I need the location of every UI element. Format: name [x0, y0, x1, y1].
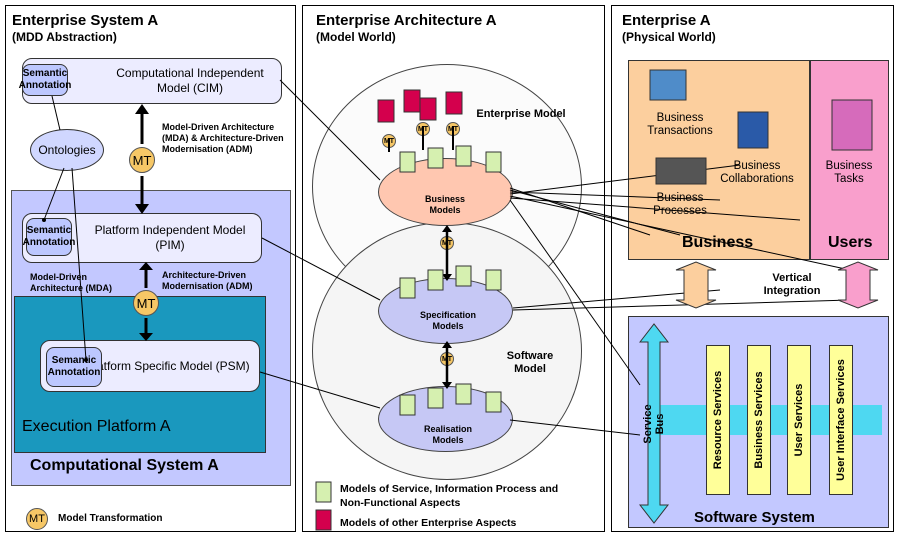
enterprise-a-title: Enterprise A — [622, 12, 711, 29]
adm-label-bottom: Architecture-Driven Modernisation (ADM) — [162, 270, 253, 291]
ontologies-ellipse[interactable]: Ontologies — [30, 129, 104, 171]
enterprise-architecture-title: Enterprise Architecture A — [316, 12, 497, 29]
mt-circle-bottom: MT — [133, 290, 159, 316]
software-model-label: Software Model — [506, 350, 554, 375]
computational-system-label: Computational System A — [30, 457, 219, 474]
legend-mt-icon: MT — [26, 508, 48, 530]
enterprise-system-subtitle: (MDD Abstraction) — [12, 30, 117, 44]
red-doc-icons — [377, 89, 463, 123]
business-collaborations-icon — [737, 111, 769, 149]
users-label: Users — [828, 234, 873, 251]
psm-label: Platform Specific Model (PSM) — [86, 358, 250, 373]
business-processes-icon — [655, 157, 707, 185]
legend-mt-label: Model Transformation — [58, 513, 163, 524]
enterprise-a-subtitle: (Physical World) — [622, 30, 716, 44]
semantic-annotation-cim[interactable]: Semantic Annotation — [19, 64, 71, 96]
business-label: Business — [682, 234, 754, 251]
legend-other-label: Models of other Enterprise Aspects — [340, 517, 517, 529]
business-transactions-label: Business Transactions — [647, 112, 713, 137]
enterprise-architecture-subtitle: (Model World) — [316, 30, 396, 44]
legend-service-label: Models of Service, Information Process a… — [340, 483, 559, 509]
enterprise-model-label: Enterprise Model — [476, 108, 566, 120]
mda-label-bottom: Model-Driven Architecture (MDA) — [30, 272, 113, 293]
business-services-box[interactable]: Business Services — [747, 345, 771, 495]
user-interface-services-box[interactable]: User Interface Services — [829, 345, 853, 495]
mt-circle-top: MT — [129, 147, 155, 173]
users-area — [810, 60, 889, 260]
business-tasks-icon — [831, 99, 873, 151]
business-collaborations-label: Business Collaborations — [720, 160, 794, 185]
service-bus-label: Service Bus — [642, 404, 666, 444]
user-services-box[interactable]: User Services — [787, 345, 811, 495]
legend-red-doc — [315, 509, 332, 531]
pim-label: Platform Independent Model (PIM) — [94, 223, 246, 252]
vi-arrow-right — [837, 261, 879, 309]
execution-platform-label: Execution Platform A — [22, 418, 171, 435]
semantic-annotation-psm[interactable]: Semantic Annotation — [46, 347, 102, 387]
mda-adm-text: Model-Driven Architecture (MDA) & Archit… — [162, 122, 284, 154]
resource-services-box[interactable]: Resource Services — [706, 345, 730, 495]
ontologies-label: Ontologies — [38, 143, 96, 157]
realisation-models-label: Realisation Models — [423, 424, 472, 445]
green-doc-icons — [315, 145, 502, 503]
mda-adm-label-top: Model-Driven Architecture (MDA) & Archit… — [162, 122, 297, 155]
business-transactions-icon — [649, 69, 687, 101]
vi-arrow-left — [675, 261, 717, 309]
software-system-label: Software System — [694, 509, 815, 526]
enterprise-system-title: Enterprise System A — [12, 12, 159, 29]
vertical-integration-label: Vertical Integration — [763, 272, 821, 297]
business-tasks-label: Business Tasks — [825, 160, 873, 185]
specification-models-label: Specification Models — [419, 310, 476, 331]
business-models-label: Business Models — [424, 194, 466, 215]
service-bus-arrow — [638, 323, 670, 524]
semantic-annotation-pim[interactable]: Semantic Annotation — [23, 218, 75, 256]
cim-label: Computational Independent Model (CIM) — [116, 66, 264, 95]
